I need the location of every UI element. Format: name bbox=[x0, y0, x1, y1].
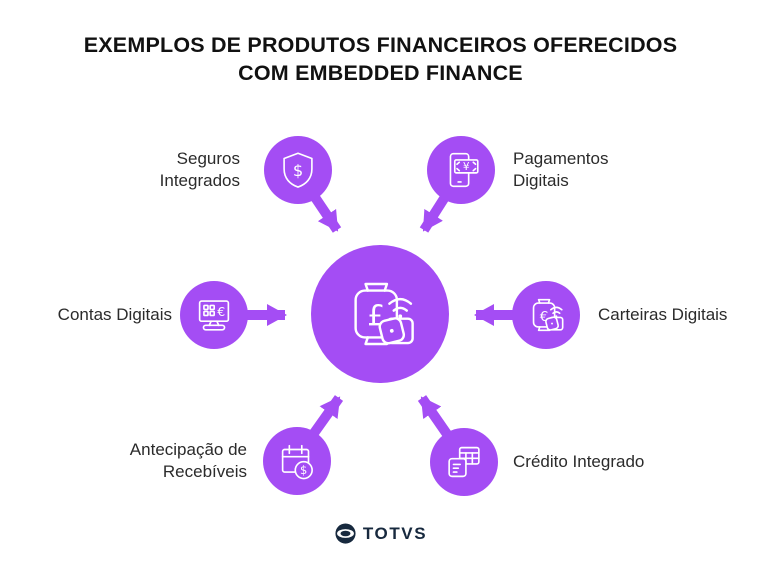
documents-table-icon bbox=[448, 446, 480, 478]
label-credito-integrado: Crédito Integrado bbox=[513, 452, 645, 471]
label-carteiras-digitais: Carteiras Digitais bbox=[598, 305, 728, 324]
node-seguros-integrados: $ bbox=[264, 136, 332, 204]
node-carteiras-digitais: € bbox=[512, 281, 580, 349]
wallet-contactless-icon: £ bbox=[354, 282, 414, 346]
seguros-glyph: $ bbox=[293, 161, 303, 180]
label-contas-digitais: Contas Digitais bbox=[57, 305, 172, 324]
calendar-dollar-icon: $ bbox=[281, 444, 313, 480]
label-pagamentos-digitais: Pagamentos Digitais bbox=[513, 149, 609, 190]
page-title: EXEMPLOS DE PRODUTOS FINANCEIROS OFERECI… bbox=[0, 31, 761, 87]
label-antecipacao-de-recebiveis: Antecipação de Recebíveis bbox=[129, 440, 247, 481]
page-title-line1: EXEMPLOS DE PRODUTOS FINANCEIROS OFERECI… bbox=[83, 33, 678, 57]
center-node-embedded-finance: £ bbox=[311, 245, 449, 383]
node-pagamentos-digitais: ¥ bbox=[427, 136, 495, 204]
node-contas-digitais: € bbox=[180, 281, 248, 349]
page-title-line2: COM EMBEDDED FINANCE bbox=[238, 61, 523, 85]
node-antecipacao-de-recebiveis: $ bbox=[263, 427, 331, 495]
wallet-contactless-icon: € bbox=[532, 298, 564, 332]
totvs-logo-icon bbox=[335, 523, 356, 544]
antecipacao-glyph: $ bbox=[300, 463, 307, 477]
shield-dollar-icon: $ bbox=[283, 152, 313, 188]
totvs-logo-text: TOTVS bbox=[362, 523, 428, 543]
contas-glyph: € bbox=[217, 304, 225, 319]
label-seguros-integrados: Seguros Integrados bbox=[159, 149, 240, 190]
totvs-logo: TOTVS bbox=[0, 522, 761, 545]
monitor-euro-icon: € bbox=[198, 300, 230, 331]
carteiras-glyph: € bbox=[540, 310, 549, 325]
phone-banknote-icon: ¥ bbox=[449, 152, 479, 188]
node-credito-integrado bbox=[430, 428, 498, 496]
pagamentos-glyph: ¥ bbox=[463, 161, 470, 173]
